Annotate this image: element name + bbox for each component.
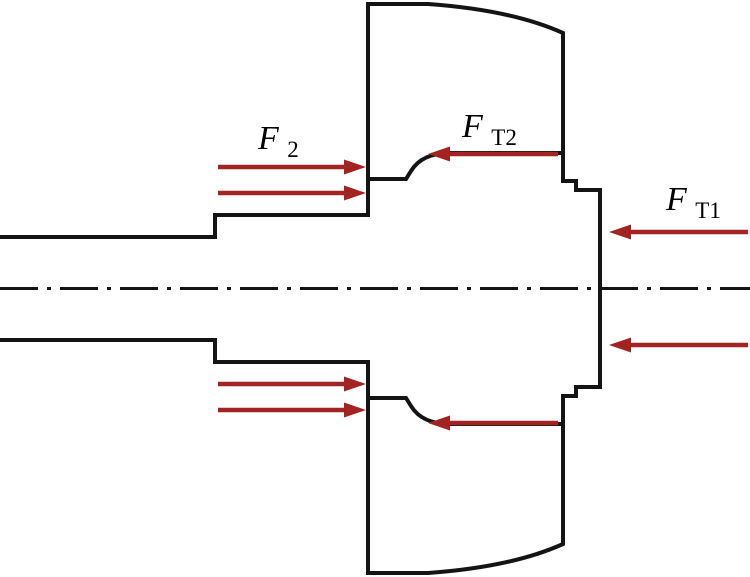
ft1-arrow-head-bottom <box>609 337 631 353</box>
ft1-arrow-head-top <box>609 224 631 240</box>
label-ft2-main: F <box>461 108 484 145</box>
force-arrows <box>218 146 748 431</box>
f2-arrow-head-top-2 <box>344 185 366 201</box>
label-ft2: F T2 <box>461 108 517 150</box>
ft2-arrow-head-bottom <box>428 415 450 431</box>
arrow-shafts <box>218 151 748 426</box>
f2-arrow-head-top-1 <box>344 159 366 175</box>
label-f2-sub: 2 <box>287 137 299 162</box>
f2-arrow-head-bottom-2 <box>344 402 366 418</box>
label-ft1-sub: T1 <box>695 198 721 223</box>
label-f2-main: F <box>257 120 280 157</box>
label-ft1-main: F <box>665 181 688 218</box>
label-f2: F 2 <box>257 120 299 162</box>
label-ft1: F T1 <box>665 181 721 223</box>
label-ft2-sub: T2 <box>491 125 517 150</box>
hub-seat-line-top <box>367 151 565 181</box>
f2-arrow-head-bottom-1 <box>344 376 366 392</box>
force-labels: F 2 F T2 F T1 <box>257 108 721 223</box>
hub-seat-line-bottom <box>367 396 565 426</box>
ft2-arrow-head-top <box>428 146 450 162</box>
